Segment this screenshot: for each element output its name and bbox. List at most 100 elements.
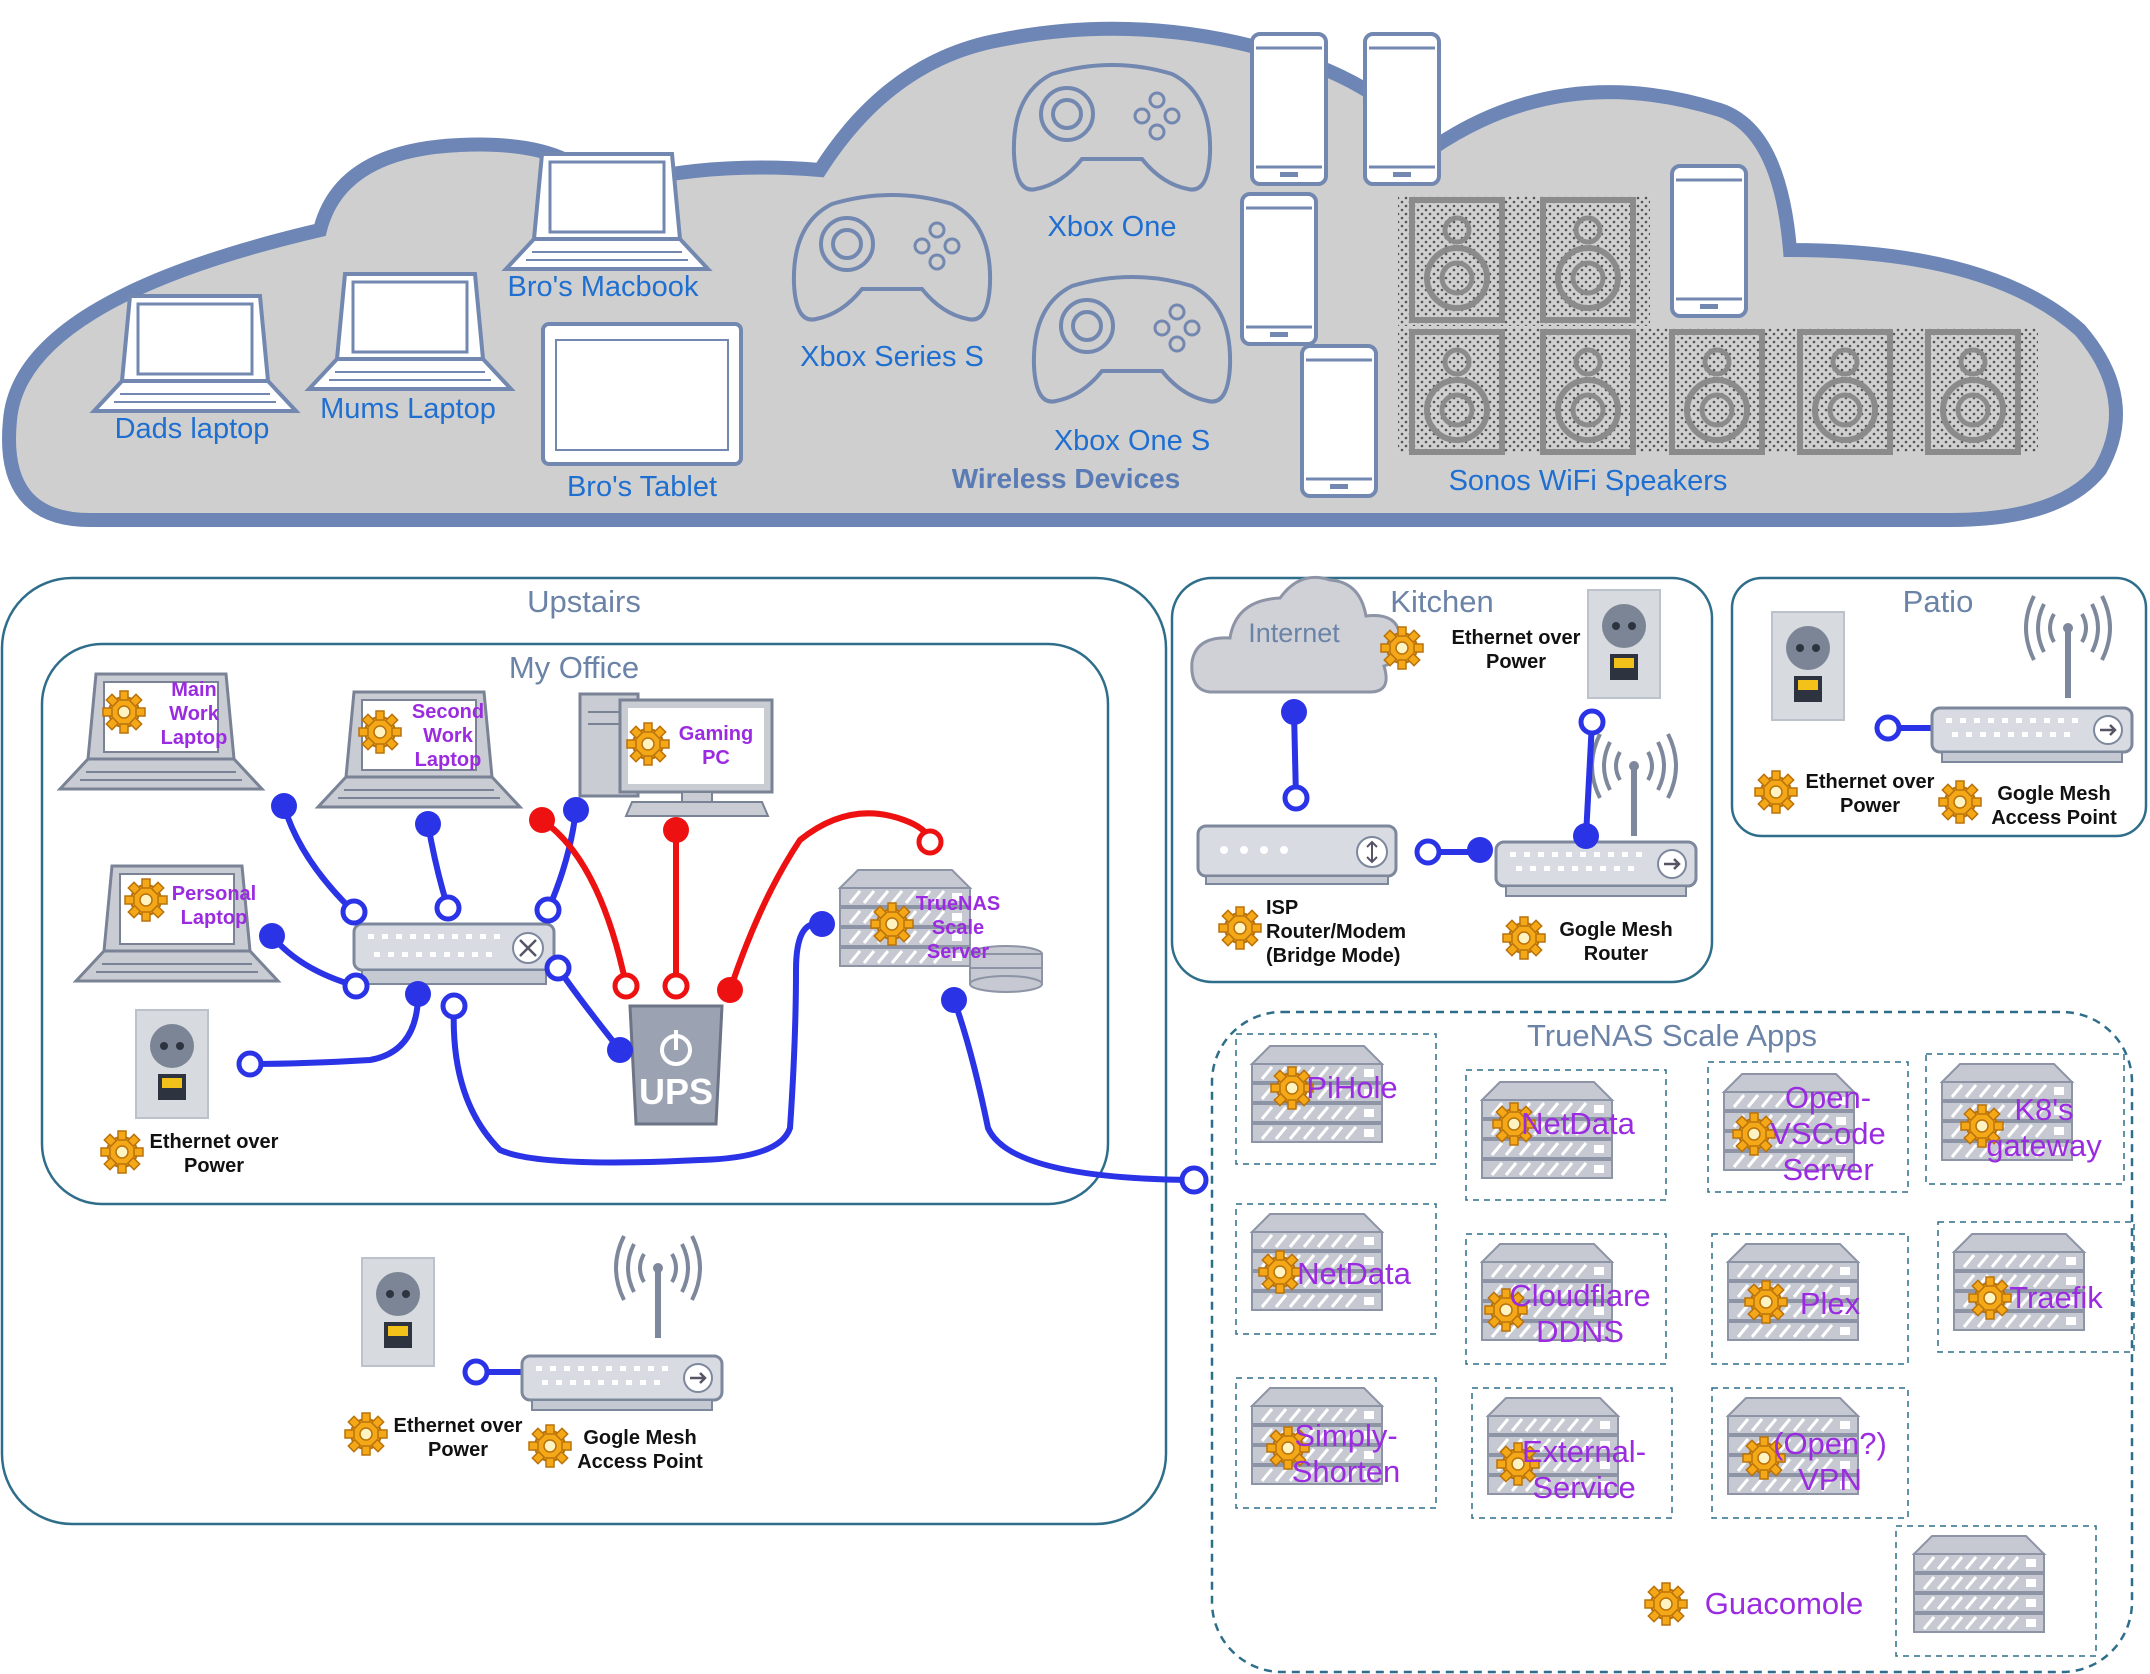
isp-modem-icon — [1196, 824, 1398, 885]
ethernet-over-power-icon — [135, 1009, 209, 1119]
xbox-series-s-label: Xbox Series S — [800, 341, 984, 373]
ups-label: UPS — [639, 1071, 713, 1112]
app-cloudflare-ddns: Cloudflare DDNS — [1465, 1233, 1667, 1365]
openvscode-label-2: VSCode — [1770, 1116, 1885, 1151]
gear-icon — [358, 710, 402, 754]
office-eop-label-1: Ethernet over — [150, 1131, 279, 1153]
kitchen-eop-label-1: Ethernet over — [1452, 627, 1581, 649]
gaming-pc-label-2: PC — [702, 747, 730, 769]
bros-tablet-icon — [541, 322, 743, 466]
mesh-access-point-icon — [1930, 706, 2134, 764]
cloudflare-label-2: DDNS — [1536, 1314, 1624, 1349]
my-office-container — [40, 642, 1110, 1206]
connector — [1467, 837, 1493, 863]
disk-stack-icon — [969, 945, 1043, 993]
app-guacomole: Guacomole — [1644, 1525, 2097, 1657]
app-pihole: PiHole — [1235, 1033, 1437, 1165]
antenna-icon — [1592, 734, 1676, 836]
kitchen-router-label-1: Gogle Mesh — [1559, 919, 1672, 941]
patio-mesh-label-1: Gogle Mesh — [1997, 783, 2110, 805]
phone-icon — [1670, 164, 1748, 318]
truenas-label-3: Server — [927, 941, 989, 963]
phone-icon — [1250, 32, 1328, 186]
isp-label-2: Router/Modem — [1266, 921, 1406, 943]
openvscode-label-3: Server — [1782, 1152, 1873, 1187]
cloudflare-label-1: Cloudflare — [1509, 1278, 1650, 1313]
personal-laptop-label-2: Laptop — [181, 907, 248, 929]
plex-label: Plex — [1800, 1286, 1861, 1321]
app-openvscode: Open- VSCode Server — [1707, 1061, 1909, 1193]
patio-title: Patio — [1903, 584, 1974, 619]
isp-label-3: (Bridge Mode) — [1266, 945, 1400, 967]
main-work-laptop-label-2: Work — [169, 703, 220, 725]
gaming-pc-label-1: Gaming — [679, 723, 753, 745]
patio-eop-label-1: Ethernet over — [1806, 771, 1935, 793]
external-label-1: External- — [1522, 1434, 1646, 1469]
upstairs-mesh-label-2: Access Point — [577, 1451, 703, 1473]
k8s-label-2: gateway — [1986, 1128, 2102, 1163]
antenna-icon — [2026, 596, 2110, 698]
guacomole-label: Guacomole — [1705, 1586, 1864, 1621]
network-switch-icon — [352, 922, 556, 985]
bros-tablet-label: Bro's Tablet — [567, 471, 717, 503]
phone-icon — [1363, 32, 1441, 186]
upstairs-eop-label-1: Ethernet over — [394, 1415, 523, 1437]
k8s-label-1: K8's — [2014, 1092, 2073, 1127]
connector — [1281, 699, 1307, 725]
upstairs-eop-label-2: Power — [428, 1439, 488, 1461]
pihole-label: PiHole — [1306, 1070, 1397, 1105]
gear-icon — [1754, 770, 1798, 814]
app-netdata-1: NetData — [1465, 1069, 1667, 1201]
phone-icon — [1240, 192, 1318, 346]
gear-icon — [1968, 1276, 2012, 1320]
shorten-label-2: Shorten — [1292, 1454, 1401, 1489]
connector — [1179, 1165, 1209, 1195]
main-work-laptop-label-1: Main — [171, 679, 217, 701]
app-vpn: (Open?) VPN — [1711, 1387, 1909, 1519]
mesh-access-point-icon — [520, 1354, 724, 1412]
ethernet-over-power-icon — [361, 1257, 435, 1367]
wireless-title: Wireless Devices — [952, 463, 1181, 494]
connector — [1874, 714, 1902, 742]
connector — [1578, 708, 1606, 736]
upstairs-mesh-label-1: Gogle Mesh — [583, 1427, 696, 1449]
gear-icon — [870, 902, 914, 946]
app-netdata-2: NetData — [1235, 1203, 1437, 1335]
gear-icon — [1502, 916, 1546, 960]
gear-icon — [1258, 1250, 1302, 1294]
truenas-label-2: Scale — [932, 917, 984, 939]
phone-icon — [1300, 344, 1378, 498]
gear-icon — [1380, 626, 1424, 670]
internet-label: Internet — [1248, 618, 1340, 648]
connector — [462, 1358, 490, 1386]
patio-eop-label-2: Power — [1840, 795, 1900, 817]
patio-mesh-label-2: Access Point — [1991, 807, 2117, 829]
wireless-devices-cloud: Dads laptop Mums Laptop Bro's Macbook Br… — [2, 21, 2123, 527]
gear-icon — [1938, 780, 1982, 824]
main-work-laptop-label-3: Laptop — [161, 727, 228, 749]
bros-macbook-label: Bro's Macbook — [508, 271, 699, 303]
connector — [1414, 838, 1442, 866]
upstairs-title: Upstairs — [527, 584, 641, 619]
external-label-2: Service — [1532, 1470, 1635, 1505]
gaming-pc-icon — [578, 692, 774, 817]
ethernet-over-power-icon — [1587, 589, 1661, 699]
app-simply-shorten: Simply- Shorten — [1235, 1377, 1437, 1509]
kitchen-router-label-2: Router — [1584, 943, 1649, 965]
gear-icon — [102, 690, 146, 734]
gear-icon — [1732, 1112, 1776, 1156]
gear-icon — [1218, 906, 1262, 950]
truenas-label-1: TrueNAS — [916, 893, 1000, 915]
second-work-laptop-label-3: Laptop — [415, 749, 482, 771]
patio-container: Patio Ethernet over Power Gogle Mesh Acc… — [1730, 576, 2148, 838]
app-external-service: External- Service — [1471, 1387, 1673, 1519]
openvscode-label-1: Open- — [1785, 1080, 1871, 1115]
mums-laptop-label: Mums Laptop — [320, 393, 496, 425]
gear-icon — [1644, 1582, 1688, 1626]
app-k8s-gateway: K8's gateway — [1925, 1053, 2125, 1185]
connector — [1573, 823, 1599, 849]
sonos-speakers — [1398, 196, 2038, 452]
personal-laptop-label-1: Personal — [172, 883, 256, 905]
isp-label-1: ISP — [1266, 897, 1298, 919]
